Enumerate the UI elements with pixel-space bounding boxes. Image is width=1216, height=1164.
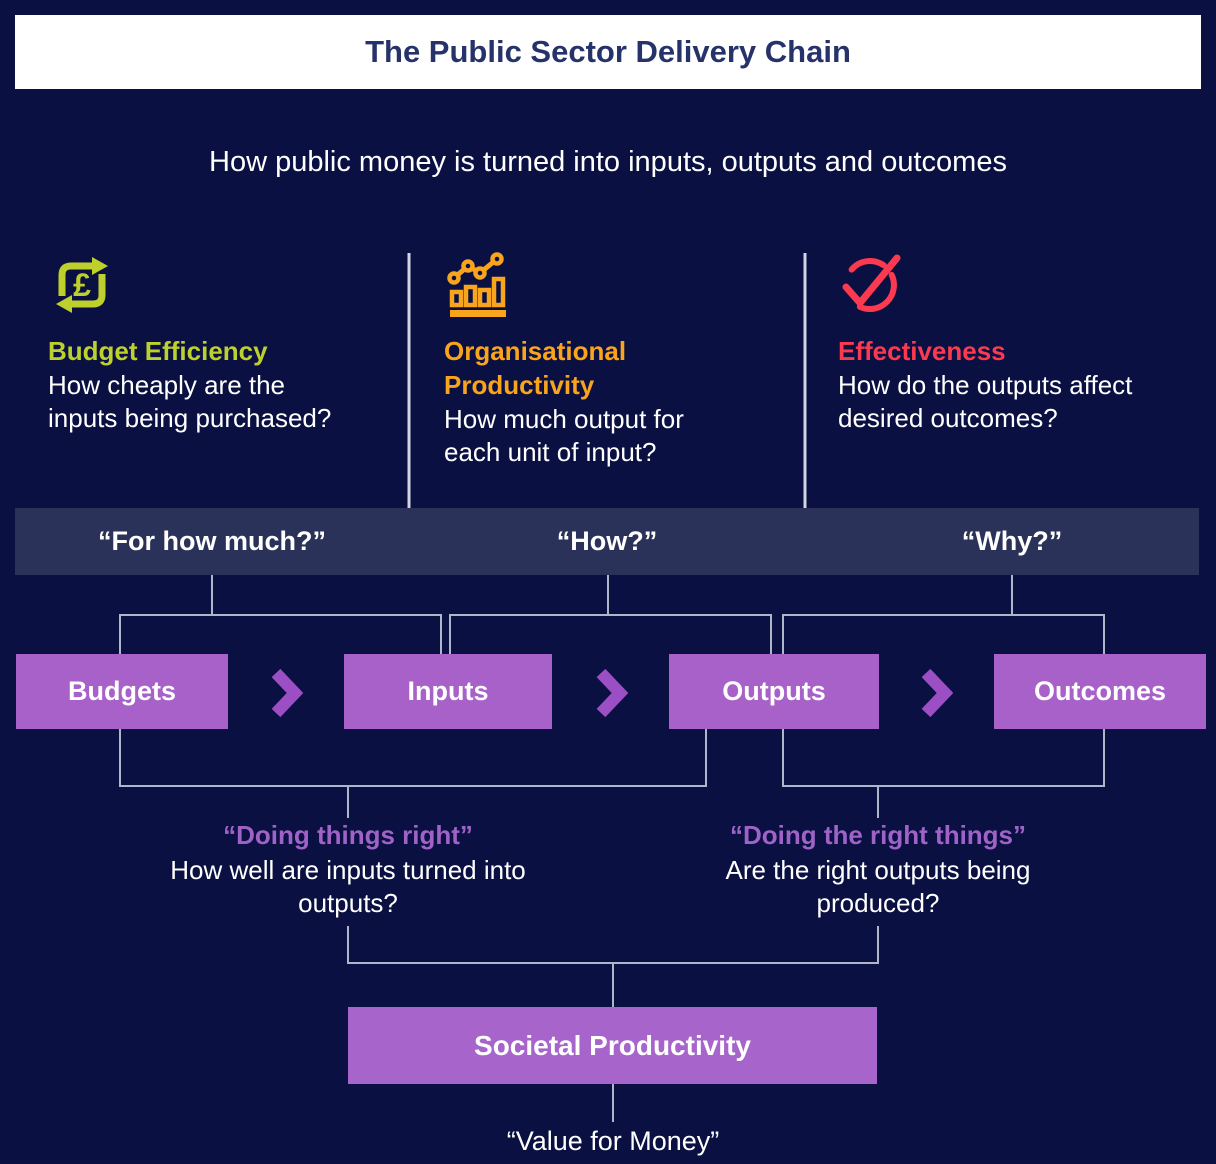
column-title-budget-efficiency: Budget Efficiency bbox=[48, 336, 268, 366]
bracket-doing-things-right bbox=[119, 729, 707, 787]
column-title-effectiveness: Effectiveness bbox=[838, 336, 1006, 366]
societal-productivity-box: Societal Productivity bbox=[348, 1007, 877, 1084]
chevron-right-icon bbox=[271, 668, 304, 718]
insight-title-doing-right-things: “Doing the right things” bbox=[729, 820, 1027, 850]
page-title: The Public Sector Delivery Chain bbox=[365, 34, 851, 69]
column-desc-budget-efficiency: How cheaply are the inputs being purchas… bbox=[48, 370, 332, 433]
pound-cycle-icon: £ bbox=[50, 251, 114, 324]
question-for-how-much: “For how much?” bbox=[98, 526, 326, 556]
check-circle-icon bbox=[840, 249, 904, 322]
question-why: “Why?” bbox=[961, 526, 1063, 556]
bracket-societal bbox=[347, 926, 879, 964]
diagram-subtitle: How public money is turned into inputs, … bbox=[209, 146, 1007, 178]
insight-desc-doing-things-right: How well are inputs turned into outputs? bbox=[170, 855, 526, 918]
insight-desc-doing-right-things: Are the right outputs being produced? bbox=[725, 855, 1031, 918]
insight-title-doing-things-right: “Doing things right” bbox=[223, 820, 473, 850]
chain-box-budgets: Budgets bbox=[16, 654, 228, 729]
bracket-how bbox=[449, 614, 772, 654]
column-title-organisational-productivity: Organisational Productivity bbox=[444, 336, 627, 400]
chain-box-outputs: Outputs bbox=[669, 654, 879, 729]
column-desc-organisational-productivity: How much output for each unit of input? bbox=[444, 404, 684, 467]
bracket-why bbox=[782, 614, 1105, 654]
chevron-right-icon bbox=[596, 668, 629, 718]
chevron-right-icon bbox=[921, 668, 954, 718]
value-for-money-caption: “Value for Money” bbox=[506, 1126, 720, 1156]
chain-chevron-icons bbox=[271, 668, 954, 718]
bracket-for-how-much bbox=[119, 614, 442, 654]
question-band bbox=[15, 508, 1199, 575]
bar-chart-trend-icon bbox=[446, 251, 510, 324]
column-desc-effectiveness: How do the outputs affect desired outcom… bbox=[838, 370, 1133, 433]
question-how: “How?” bbox=[556, 526, 658, 556]
svg-text:£: £ bbox=[73, 267, 91, 303]
header-bar: The Public Sector Delivery Chain bbox=[15, 15, 1201, 89]
chain-box-inputs: Inputs bbox=[344, 654, 552, 729]
bracket-doing-right-things bbox=[782, 729, 1105, 787]
chain-box-outcomes: Outcomes bbox=[994, 654, 1206, 729]
